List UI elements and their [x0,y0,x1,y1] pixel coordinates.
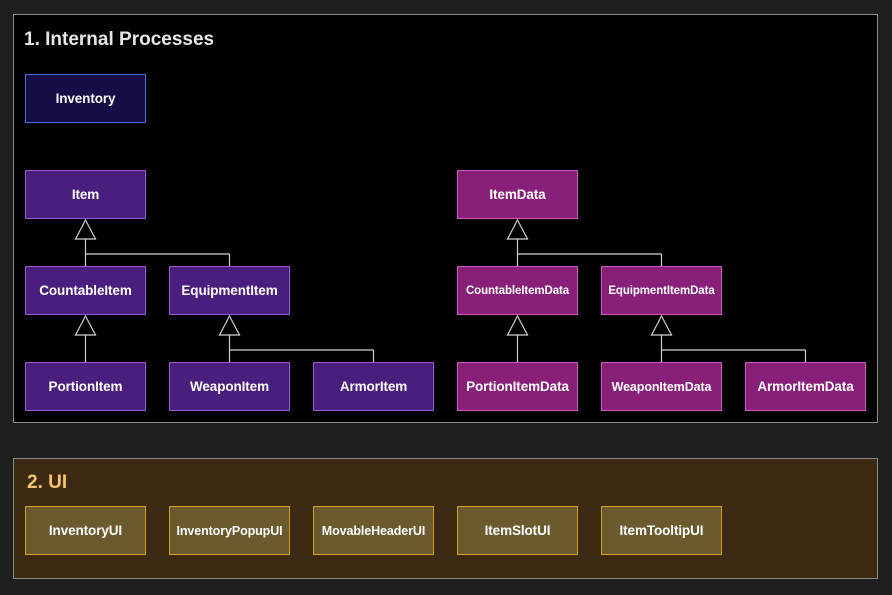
node-item-tooltip-ui: ItemTooltipUI [601,506,722,555]
internal-processes-panel: 1. Internal Processes [13,14,878,423]
node-armor-item-data: ArmorItemData [745,362,866,411]
node-inventory-ui: InventoryUI [25,506,146,555]
section-title-ui: 2. UI [27,472,68,493]
node-weapon-item-data: WeaponItemData [601,362,722,411]
section-title-internal: 1. Internal Processes [24,29,215,50]
node-item-slot-ui: ItemSlotUI [457,506,578,555]
inheritance-arrow-countable_item [74,314,97,336]
inheritance-arrow-item [74,218,97,240]
inheritance-arrow-item_data [506,218,529,240]
node-equipment-item-data: EquipmentItemData [601,266,722,315]
node-inventory-popup-ui: InventoryPopupUI [169,506,290,555]
node-item-data: ItemData [457,170,578,219]
node-item: Item [25,170,146,219]
node-weapon-item: WeaponItem [169,362,290,411]
node-armor-item: ArmorItem [313,362,434,411]
node-portion-item-data: PortionItemData [457,362,578,411]
ui-panel: 2. UI [13,458,878,579]
node-portion-item: PortionItem [25,362,146,411]
node-countable-item-data: CountableItemData [457,266,578,315]
node-countable-item: CountableItem [25,266,146,315]
node-equipment-item: EquipmentItem [169,266,290,315]
inheritance-arrow-equipment_item [218,314,241,336]
inheritance-arrow-equipment_item_data [650,314,673,336]
inheritance-arrow-countable_item_data [506,314,529,336]
node-inventory: Inventory [25,74,146,123]
node-movable-header-ui: MovableHeaderUI [313,506,434,555]
